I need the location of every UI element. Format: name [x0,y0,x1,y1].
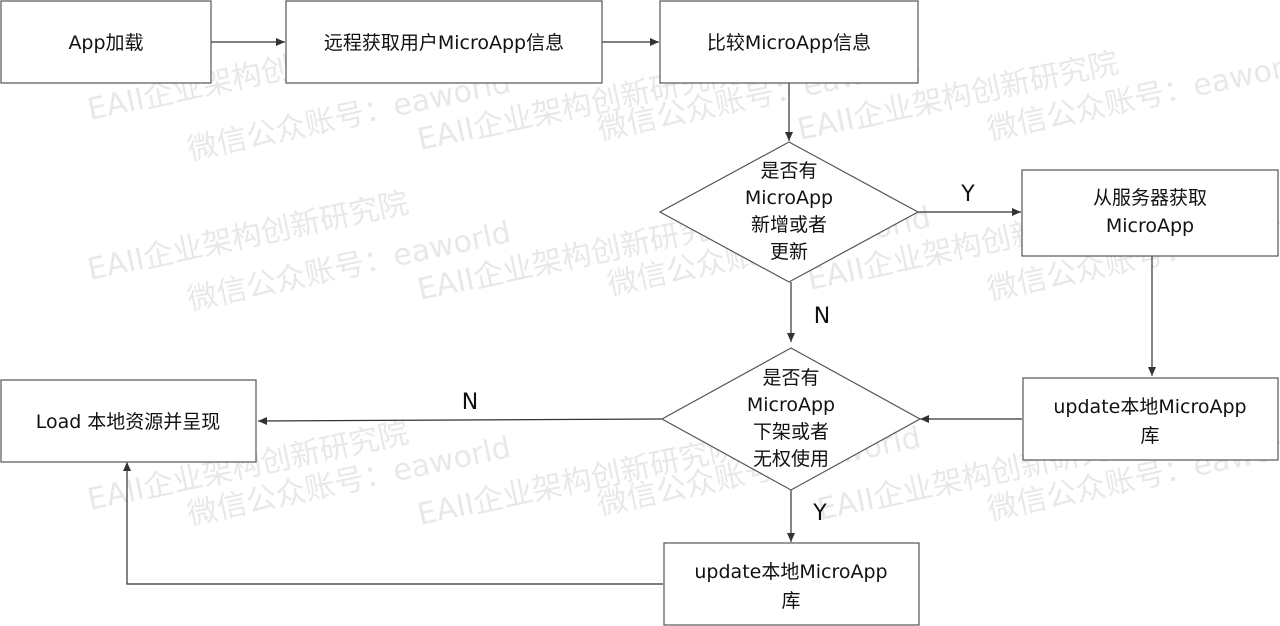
node-label: 是否有 [760,160,817,182]
node-label: 新增或者 [751,214,827,236]
node-label: 从服务器获取 [1093,187,1207,209]
node-label: 是否有 [762,367,819,389]
node-label: MicroApp [1106,215,1194,237]
node-label: MicroApp [747,394,835,416]
node-label: MicroApp [745,187,833,209]
edge-update-lib-bottom-to-load [123,462,663,585]
edge-label-yes: Y [812,501,827,526]
node-label: update本地MicroApp [1053,396,1246,418]
edge-label-no: N [814,304,830,329]
node-label: Load 本地资源并呈现 [36,411,221,433]
node-label: 库 [1140,425,1159,447]
node-update-lib-bottom: update本地MicroApp 库 [663,542,920,626]
node-label: 比较MicroApp信息 [707,32,871,54]
edge-decision-remove-no [257,416,663,425]
node-fetch-remote: 远程获取用户MicroApp信息 [285,0,603,84]
node-app-load: App加载 [0,0,212,84]
edge-label-no: N [462,390,478,415]
node-decision-update: 是否有 MicroApp 新增或者 更新 [658,141,920,283]
node-label: 更新 [770,241,808,263]
node-label: 无权使用 [753,448,829,470]
edges [123,38,1156,585]
node-load-local: Load 本地资源并呈现 [0,379,257,463]
edge-label-yes: Y [960,182,975,207]
edge-labels: Y N N Y [462,182,976,526]
node-label: 远程获取用户MicroApp信息 [324,32,564,54]
node-get-from-server: 从服务器获取 MicroApp [1021,169,1279,257]
node-label: 库 [781,590,800,612]
node-update-lib-right: update本地MicroApp 库 [1022,377,1279,461]
node-decision-remove: 是否有 MicroApp 下架或者 无权使用 [660,347,922,491]
node-compare: 比较MicroApp信息 [659,0,919,84]
node-label: 下架或者 [753,421,829,443]
node-label: update本地MicroApp [694,561,887,583]
node-label: App加载 [68,32,143,54]
